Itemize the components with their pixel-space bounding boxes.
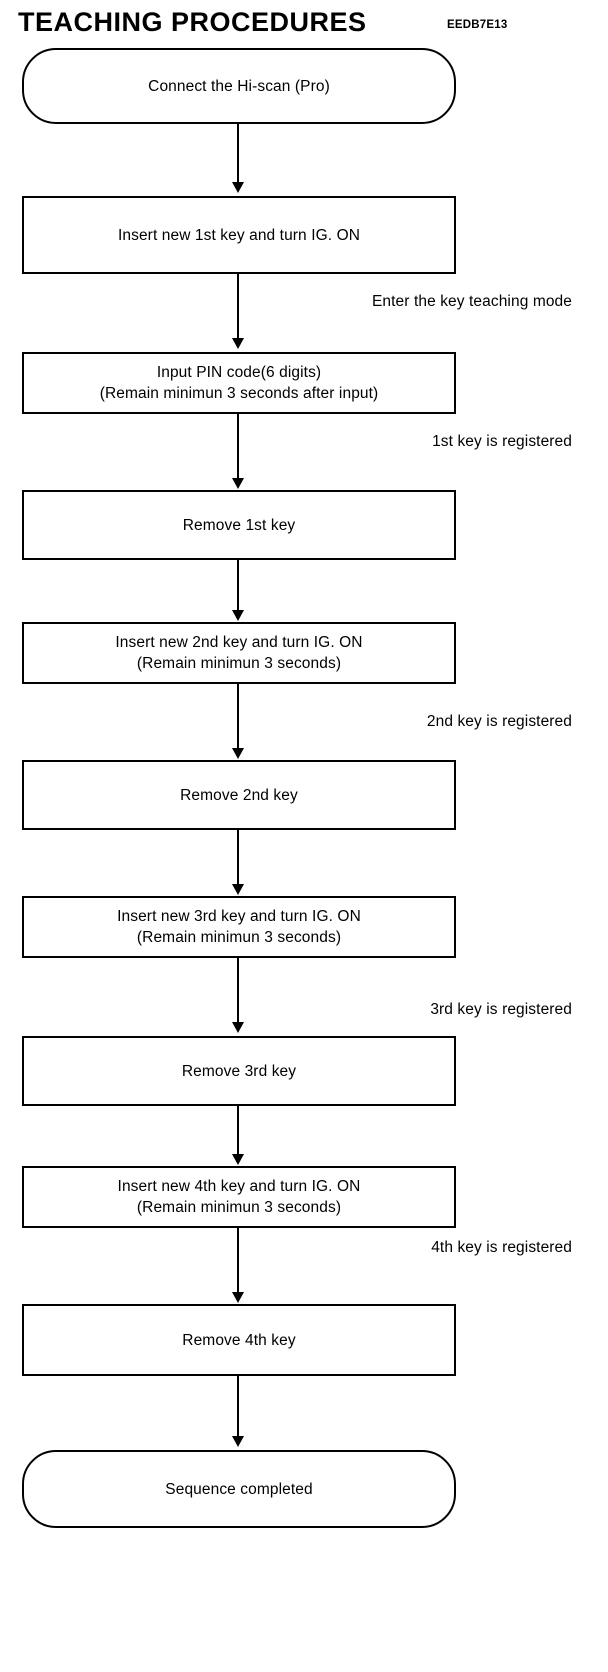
flow-node-remove-4th-key-line-1: Remove 4th key (182, 1331, 296, 1349)
edge-label-4th-registered: 4th key is registered (431, 1239, 572, 1256)
connector-remove-4th-to-end (237, 1376, 239, 1440)
flow-node-insert-2nd-key-line-1: Insert new 2nd key and turn IG. ON (115, 634, 363, 651)
arrowhead-pin-to-remove-1st (232, 478, 244, 489)
flow-node-insert-4th-key-line-2: (Remain minimun 3 seconds) (136, 1199, 342, 1216)
flow-node-end[interactable]: Sequence completed (22, 1450, 456, 1528)
connector-remove-1st-to-insert-2nd (237, 560, 239, 614)
flow-node-remove-2nd-key-line-1: Remove 2nd key (180, 786, 298, 804)
flow-node-input-pin-code-line-1: Input PIN code(6 digits) (156, 364, 322, 381)
connector-insert-2nd-to-remove-2nd (237, 684, 239, 752)
flow-node-insert-4th-key[interactable]: Insert new 4th key and turn IG. ON (Rema… (22, 1166, 456, 1228)
edge-label-3rd-registered: 3rd key is registered (430, 1001, 572, 1018)
arrowhead-insert-2nd-to-remove-2nd (232, 748, 244, 759)
flow-node-insert-1st-key-line-1: Insert new 1st key and turn IG. ON (117, 226, 361, 244)
arrowhead-insert-4th-to-remove-4th (232, 1292, 244, 1303)
arrowhead-remove-3rd-to-insert-4th (232, 1154, 244, 1165)
flow-node-insert-4th-key-line-1: Insert new 4th key and turn IG. ON (117, 1178, 361, 1195)
flow-node-start[interactable]: Connect the Hi-scan (Pro) (22, 48, 456, 124)
flow-node-remove-3rd-key[interactable]: Remove 3rd key (22, 1036, 456, 1106)
flow-node-remove-3rd-key-line-1: Remove 3rd key (181, 1062, 297, 1080)
flow-node-insert-3rd-key[interactable]: Insert new 3rd key and turn IG. ON (Rema… (22, 896, 456, 958)
flow-node-end-line-1: Sequence completed (165, 1480, 313, 1498)
flow-node-insert-2nd-key-line-2: (Remain minimun 3 seconds) (136, 655, 342, 672)
flow-node-remove-1st-key-line-1: Remove 1st key (182, 516, 296, 534)
flow-node-start-line-1: Connect the Hi-scan (Pro) (148, 77, 330, 95)
connector-insert-1st-to-pin (237, 274, 239, 342)
document-code: EEDB7E13 (447, 19, 508, 31)
connector-start-to-insert-1st (237, 124, 239, 186)
flow-node-insert-1st-key[interactable]: Insert new 1st key and turn IG. ON (22, 196, 456, 274)
connector-insert-3rd-to-remove-3rd (237, 958, 239, 1026)
flow-node-remove-1st-key[interactable]: Remove 1st key (22, 490, 456, 560)
flow-node-insert-3rd-key-line-1: Insert new 3rd key and turn IG. ON (117, 908, 361, 925)
arrowhead-remove-4th-to-end (232, 1436, 244, 1447)
edge-label-teaching-mode: Enter the key teaching mode (371, 293, 572, 310)
arrowhead-start-to-insert-1st (232, 182, 244, 193)
edge-label-1st-registered: 1st key is registered (432, 433, 572, 450)
arrowhead-remove-2nd-to-insert-3rd (232, 884, 244, 895)
flow-node-insert-3rd-key-line-2: (Remain minimun 3 seconds) (136, 929, 342, 946)
edge-label-2nd-registered: 2nd key is registered (426, 713, 572, 730)
connector-remove-3rd-to-insert-4th (237, 1106, 239, 1158)
flow-node-remove-2nd-key[interactable]: Remove 2nd key (22, 760, 456, 830)
flow-node-insert-2nd-key[interactable]: Insert new 2nd key and turn IG. ON (Rema… (22, 622, 456, 684)
connector-pin-to-remove-1st (237, 414, 239, 482)
flow-node-input-pin-code-line-2: (Remain minimun 3 seconds after input) (99, 385, 379, 402)
connector-insert-4th-to-remove-4th (237, 1228, 239, 1296)
page-header: TEACHING PROCEDURES EEDB7E13 (0, 0, 608, 46)
arrowhead-insert-1st-to-pin (232, 338, 244, 349)
flow-node-input-pin-code[interactable]: Input PIN code(6 digits) (Remain minimun… (22, 352, 456, 414)
arrowhead-insert-3rd-to-remove-3rd (232, 1022, 244, 1033)
connector-remove-2nd-to-insert-3rd (237, 830, 239, 888)
arrowhead-remove-1st-to-insert-2nd (232, 610, 244, 621)
flow-node-remove-4th-key[interactable]: Remove 4th key (22, 1304, 456, 1376)
page-title: TEACHING PROCEDURES (18, 7, 367, 37)
